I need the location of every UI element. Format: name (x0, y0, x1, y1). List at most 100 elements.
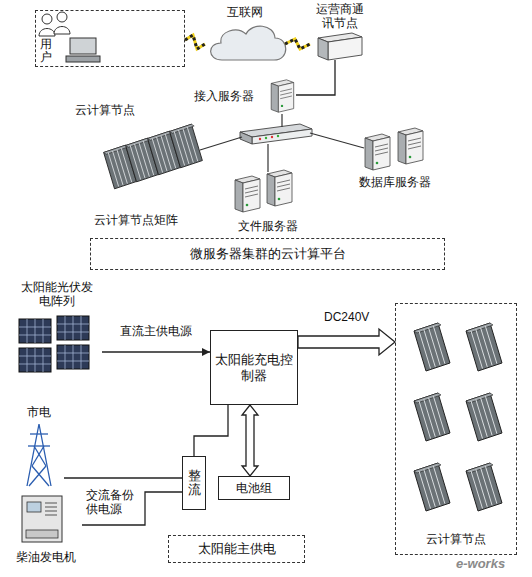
edge-label-holder: DC240V (322, 310, 371, 324)
file-server-icons (267, 170, 292, 206)
edge-label: DC240V (322, 310, 371, 324)
user-icons (57, 12, 67, 22)
connector (194, 405, 228, 456)
node-matrix: 云计算节点云计算节点矩阵 (72, 103, 210, 227)
label-holder: 交流备份供电源 (86, 488, 136, 517)
node-cluster: 云计算节点 (395, 303, 517, 555)
box-label: 互联网 (227, 5, 263, 19)
edge-label: 直流主供电源 (118, 324, 194, 338)
note-label: 交流备份供电源 (86, 488, 136, 517)
rectifier: 整流 (182, 456, 206, 510)
power-caption: 太阳能主供电 (168, 535, 305, 563)
box-label: 云计算节点 (75, 103, 135, 117)
arrow-head (202, 348, 210, 356)
edge-label-holder: 直流主供电源 (118, 324, 194, 338)
network-switch (277, 135, 279, 137)
network-switch (271, 136, 273, 138)
wire (194, 405, 228, 456)
database-server: 数据库服务器 (352, 125, 437, 189)
box-label: 用户 (40, 38, 52, 64)
link-lightning (185, 35, 205, 49)
box-label: 柴油发电机 (16, 550, 76, 564)
link-lightning (185, 35, 205, 49)
file-server-icons (235, 170, 292, 212)
box-label: 太阳能充电控制器 (214, 352, 294, 383)
connector (285, 39, 310, 49)
box-label: 云计算节点 (426, 532, 486, 546)
network-wires (281, 114, 282, 127)
rack-matrix (170, 124, 203, 168)
grid-power: 市电 (14, 405, 64, 487)
box-label: 数据库服务器 (359, 175, 431, 189)
platform-caption: 微服务器集群的云计算平台 (90, 238, 445, 270)
box-label: 电池组 (236, 481, 272, 495)
internet-node: 互联网 (205, 5, 285, 65)
generator-icon (45, 503, 57, 515)
box-label: 整流 (188, 469, 201, 498)
watermark: e-works (456, 556, 505, 572)
generator-icon (45, 507, 57, 508)
connector (102, 348, 210, 356)
box-label: 云计算节点矩阵 (94, 213, 178, 227)
database-icons (398, 128, 423, 164)
solar-panels (57, 316, 89, 340)
pv-array: 太阳能光伏发电阵列 (12, 280, 102, 378)
file-server: 文件服务器 (228, 165, 308, 233)
user-icons (66, 56, 100, 62)
carrier-box (318, 38, 328, 60)
access-server: 接入服务器 (192, 76, 296, 116)
box-label: 市电 (27, 405, 51, 419)
cluster-racks (466, 463, 502, 511)
cluster-racks (414, 323, 502, 511)
solar-panels (19, 348, 51, 372)
power-tower (28, 445, 50, 446)
power-tower (29, 466, 46, 486)
diesel-generator: 柴油发电机 (10, 492, 82, 564)
cluster-racks (466, 393, 502, 441)
power-tower (34, 446, 46, 466)
access-server-icon (271, 80, 294, 112)
power-tower (32, 466, 49, 486)
carrier-node: 运营商通讯节点 (310, 2, 370, 60)
wire (64, 477, 182, 478)
box-label: 文件服务器 (238, 219, 298, 233)
carrier-box (328, 37, 362, 60)
network-switch (265, 137, 267, 139)
box-label: 接入服务器 (194, 89, 254, 103)
battery-pack: 电池组 (218, 476, 290, 500)
cluster-racks (414, 323, 450, 371)
rack-matrix (104, 124, 203, 189)
hollow-arrow (298, 329, 395, 355)
link-lightning (285, 39, 310, 49)
connector (242, 405, 258, 476)
wire (296, 60, 335, 95)
user-icons (54, 27, 70, 35)
network-switch (259, 138, 261, 140)
connector (298, 329, 395, 355)
power-tower (30, 433, 48, 434)
user-icons (70, 38, 96, 54)
label-holder: e-works (456, 556, 505, 572)
network-wires (200, 137, 242, 150)
network-wires (310, 133, 364, 148)
connector (64, 478, 182, 479)
generator-icon (26, 530, 58, 538)
generator-icon (45, 503, 57, 504)
network-switch (252, 129, 312, 144)
cluster-racks (414, 463, 450, 511)
generator-icon (22, 496, 62, 542)
box-label: 微服务器集群的云计算平台 (190, 246, 346, 262)
network-wires (200, 114, 364, 172)
user-group: 用户 (35, 10, 185, 67)
solar-panels (19, 319, 51, 343)
network-switch (240, 132, 252, 144)
network-switch (240, 124, 312, 144)
cluster-racks (414, 393, 450, 441)
wire (102, 351, 210, 352)
power-tower (32, 446, 44, 466)
internet-cloud (211, 26, 286, 60)
database-icons (365, 134, 390, 170)
solar-panels (57, 345, 89, 369)
hollow-arrow (242, 405, 258, 476)
charge-controller: 太阳能充电控制器 (210, 330, 298, 405)
